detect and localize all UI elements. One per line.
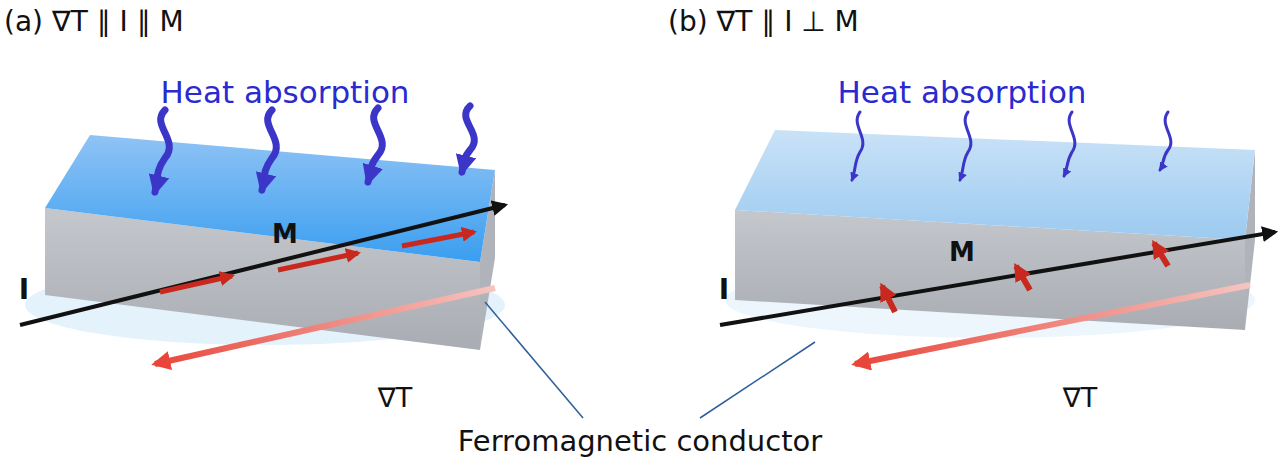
heat-label: Heat absorption bbox=[161, 75, 410, 109]
leader-line bbox=[700, 342, 815, 418]
current-label: I bbox=[19, 275, 29, 306]
heat-arrow bbox=[852, 112, 1171, 180]
heat-arrow bbox=[155, 106, 474, 192]
heat-label: Heat absorption bbox=[838, 75, 1087, 109]
current-label: I bbox=[719, 275, 729, 306]
leader-line bbox=[485, 302, 583, 418]
current-arrow bbox=[720, 232, 1275, 325]
magnetization-label: M bbox=[272, 220, 298, 249]
conductor-slab bbox=[725, 130, 1255, 338]
gradient-arrow bbox=[155, 288, 495, 364]
gradient-label: ∇T bbox=[378, 383, 413, 413]
magnetization-arrow bbox=[882, 243, 1168, 312]
gradient-label: ∇T bbox=[1063, 383, 1098, 413]
gradient-arrow bbox=[855, 285, 1250, 364]
magnetization-label: M bbox=[949, 238, 975, 267]
current-arrow bbox=[20, 205, 505, 325]
callout-label: Ferromagnetic conductor bbox=[458, 426, 822, 458]
magnetization-arrow bbox=[160, 232, 474, 292]
panel-title: (a) ∇T ∥ I ∥ M bbox=[4, 7, 184, 38]
panel-title: (b) ∇T ∥ I ⊥ M bbox=[668, 7, 859, 38]
